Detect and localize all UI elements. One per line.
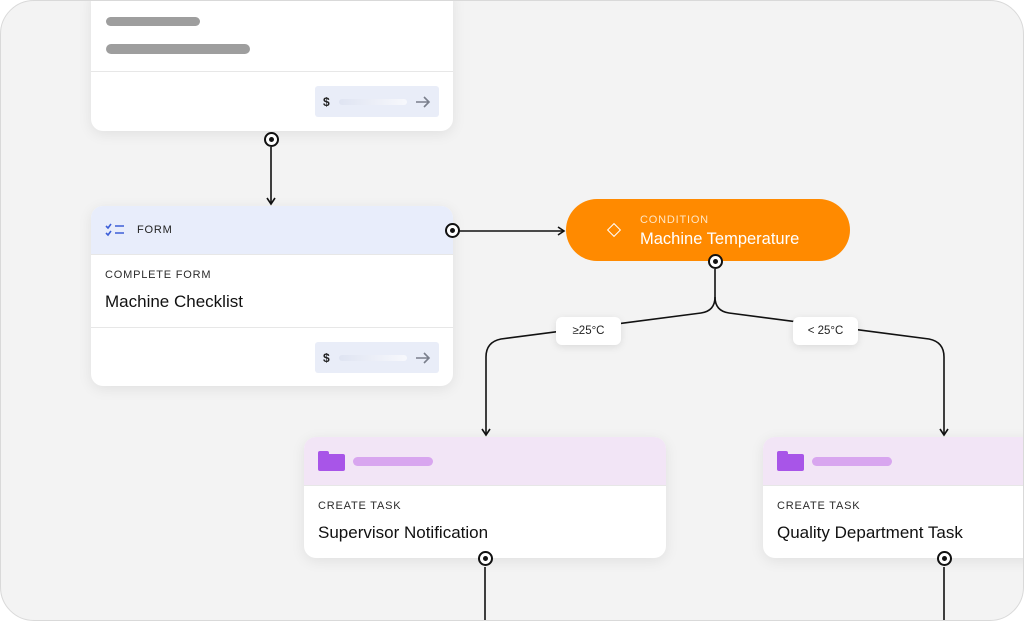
placeholder-line-long — [106, 44, 250, 54]
task-supervisor-output-port[interactable] — [478, 551, 493, 566]
task-quality-output-port[interactable] — [937, 551, 952, 566]
task-card-body: CREATE TASK Quality Department Task — [763, 485, 1023, 558]
dollar-label: $ — [323, 350, 330, 365]
arrow-right-icon — [416, 351, 431, 364]
task-card-header — [304, 437, 666, 485]
price-chip[interactable]: $ — [315, 86, 439, 117]
price-chip[interactable]: $ — [315, 342, 439, 373]
top-card-output-port[interactable] — [264, 132, 279, 147]
section-label: CREATE TASK — [318, 500, 402, 512]
section-label: CREATE TASK — [777, 500, 861, 512]
condition-node[interactable]: CONDITION Machine Temperature — [566, 199, 850, 261]
condition-type-label: CONDITION — [640, 214, 709, 226]
task-card-quality[interactable]: CREATE TASK Quality Department Task — [763, 437, 1023, 558]
folder-icon — [318, 451, 345, 471]
form-card[interactable]: FORM COMPLETE FORM Machine Checklist $ — [91, 206, 453, 386]
task-card-header — [763, 437, 1023, 485]
checklist-icon — [105, 223, 124, 237]
connector-condition-right-branch — [714, 296, 949, 437]
task-title: Quality Department Task — [777, 523, 963, 542]
form-card-footer: $ — [91, 327, 453, 386]
placeholder-pill — [812, 456, 892, 466]
form-type-label: FORM — [137, 224, 173, 236]
form-card-header: FORM — [91, 206, 453, 254]
dollar-label: $ — [323, 94, 330, 109]
task-card-supervisor[interactable]: CREATE TASK Supervisor Notification — [304, 437, 666, 558]
top-card-footer: $ — [91, 71, 453, 131]
connector-condition-left-branch — [481, 269, 716, 437]
folder-icon — [777, 451, 804, 471]
condition-title: Machine Temperature — [640, 230, 800, 248]
form-card-output-port[interactable] — [445, 223, 460, 238]
arrow-right-icon — [416, 95, 431, 108]
branch-label-low[interactable]: < 25°C — [793, 317, 858, 345]
top-card[interactable]: $ — [91, 1, 453, 131]
diamond-icon — [606, 222, 622, 238]
branch-label-high[interactable]: ≥25°C — [556, 317, 621, 345]
condition-output-port[interactable] — [708, 254, 723, 269]
placeholder-pill — [353, 456, 433, 466]
form-title: Machine Checklist — [105, 292, 243, 311]
section-label: COMPLETE FORM — [105, 269, 212, 281]
task-title: Supervisor Notification — [318, 523, 489, 542]
form-card-body: COMPLETE FORM Machine Checklist — [91, 254, 453, 327]
placeholder-line-short — [106, 17, 200, 26]
task-card-body: CREATE TASK Supervisor Notification — [304, 485, 666, 558]
